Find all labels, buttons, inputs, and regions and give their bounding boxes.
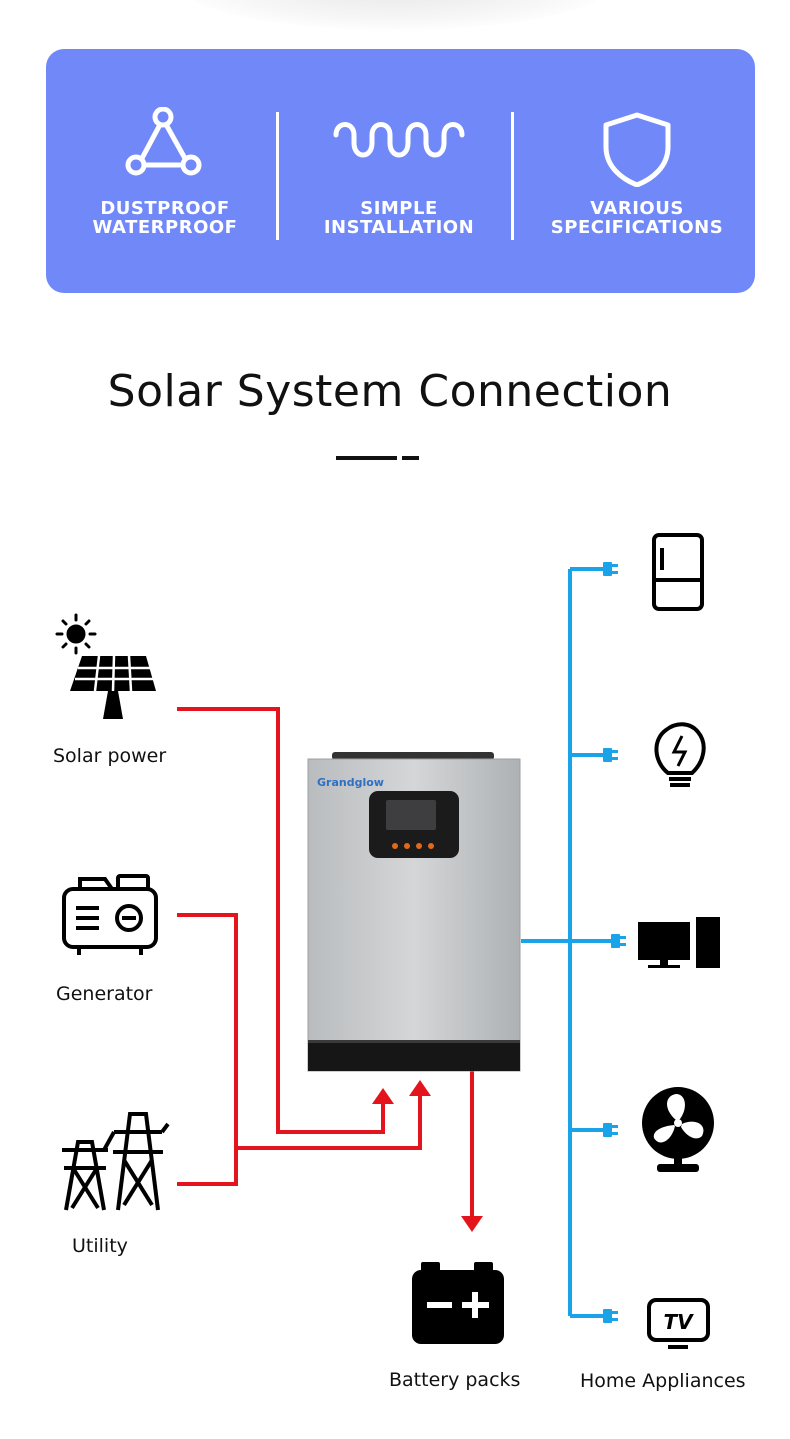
arrow-down-battery [461,1216,483,1232]
utility-line [177,1148,238,1186]
feature-installation: SIMPLE INSTALLATION [294,49,504,293]
tv-icon: TV [647,1298,710,1349]
plug-icon [603,748,618,762]
plug-icon [603,1309,618,1323]
inverter-image [307,752,521,1072]
label-battery-packs: Battery packs [389,1369,521,1391]
feature-label-line1: VARIOUS [590,198,684,219]
feature-label-line2: INSTALLATION [323,217,475,238]
solar-panel-icon [70,655,156,719]
title-underline [336,456,397,460]
fan-icon [642,1087,714,1172]
sun-icon [55,613,97,655]
inverter-brand: Grandglow [317,776,384,789]
label-home-appliances: Home Appliances [580,1370,746,1392]
arrow-up-generator [409,1080,431,1096]
power-tower-icon [62,1112,170,1211]
feature-specifications: VARIOUS SPECIFICATIONS [532,49,742,293]
wave-icon [294,107,504,187]
triangle-nodes-icon [60,106,270,187]
feature-dustproof: DUSTPROOF WATERPROOF [60,49,270,293]
light-bulb-icon [654,722,706,787]
battery-icon [412,1262,504,1344]
feature-label-line2: SPECIFICATIONS [550,217,724,238]
feature-label-line1: DUSTPROOF [100,198,230,219]
plug-icon [603,1123,618,1137]
section-title: Solar System Connection [107,366,673,417]
arrow-heads [372,1080,483,1232]
label-utility: Utility [72,1235,128,1257]
plug-icon [611,934,626,948]
feature-label-line1: SIMPLE [360,198,438,219]
input-lines [177,707,474,1218]
computer-icon [638,917,720,968]
output-lines [521,567,612,1318]
svg-text:TV: TV [663,1310,694,1334]
refrigerator-icon [652,533,704,611]
plug-icons [603,562,626,1323]
generator-icon [62,874,158,955]
label-generator: Generator [56,983,153,1005]
feature-separator [276,112,279,240]
title-underline-accent [402,456,419,460]
feature-label-line2: WATERPROOF [92,217,238,238]
plug-icon [603,562,618,576]
arrow-up-solar [372,1088,394,1104]
feature-separator [511,112,514,240]
feature-panel: DUSTPROOF WATERPROOF SIMPLE INSTALLATION… [46,49,755,293]
solar-line [177,707,385,1134]
shield-icon [532,107,742,188]
label-solar-power: Solar power [53,745,167,767]
